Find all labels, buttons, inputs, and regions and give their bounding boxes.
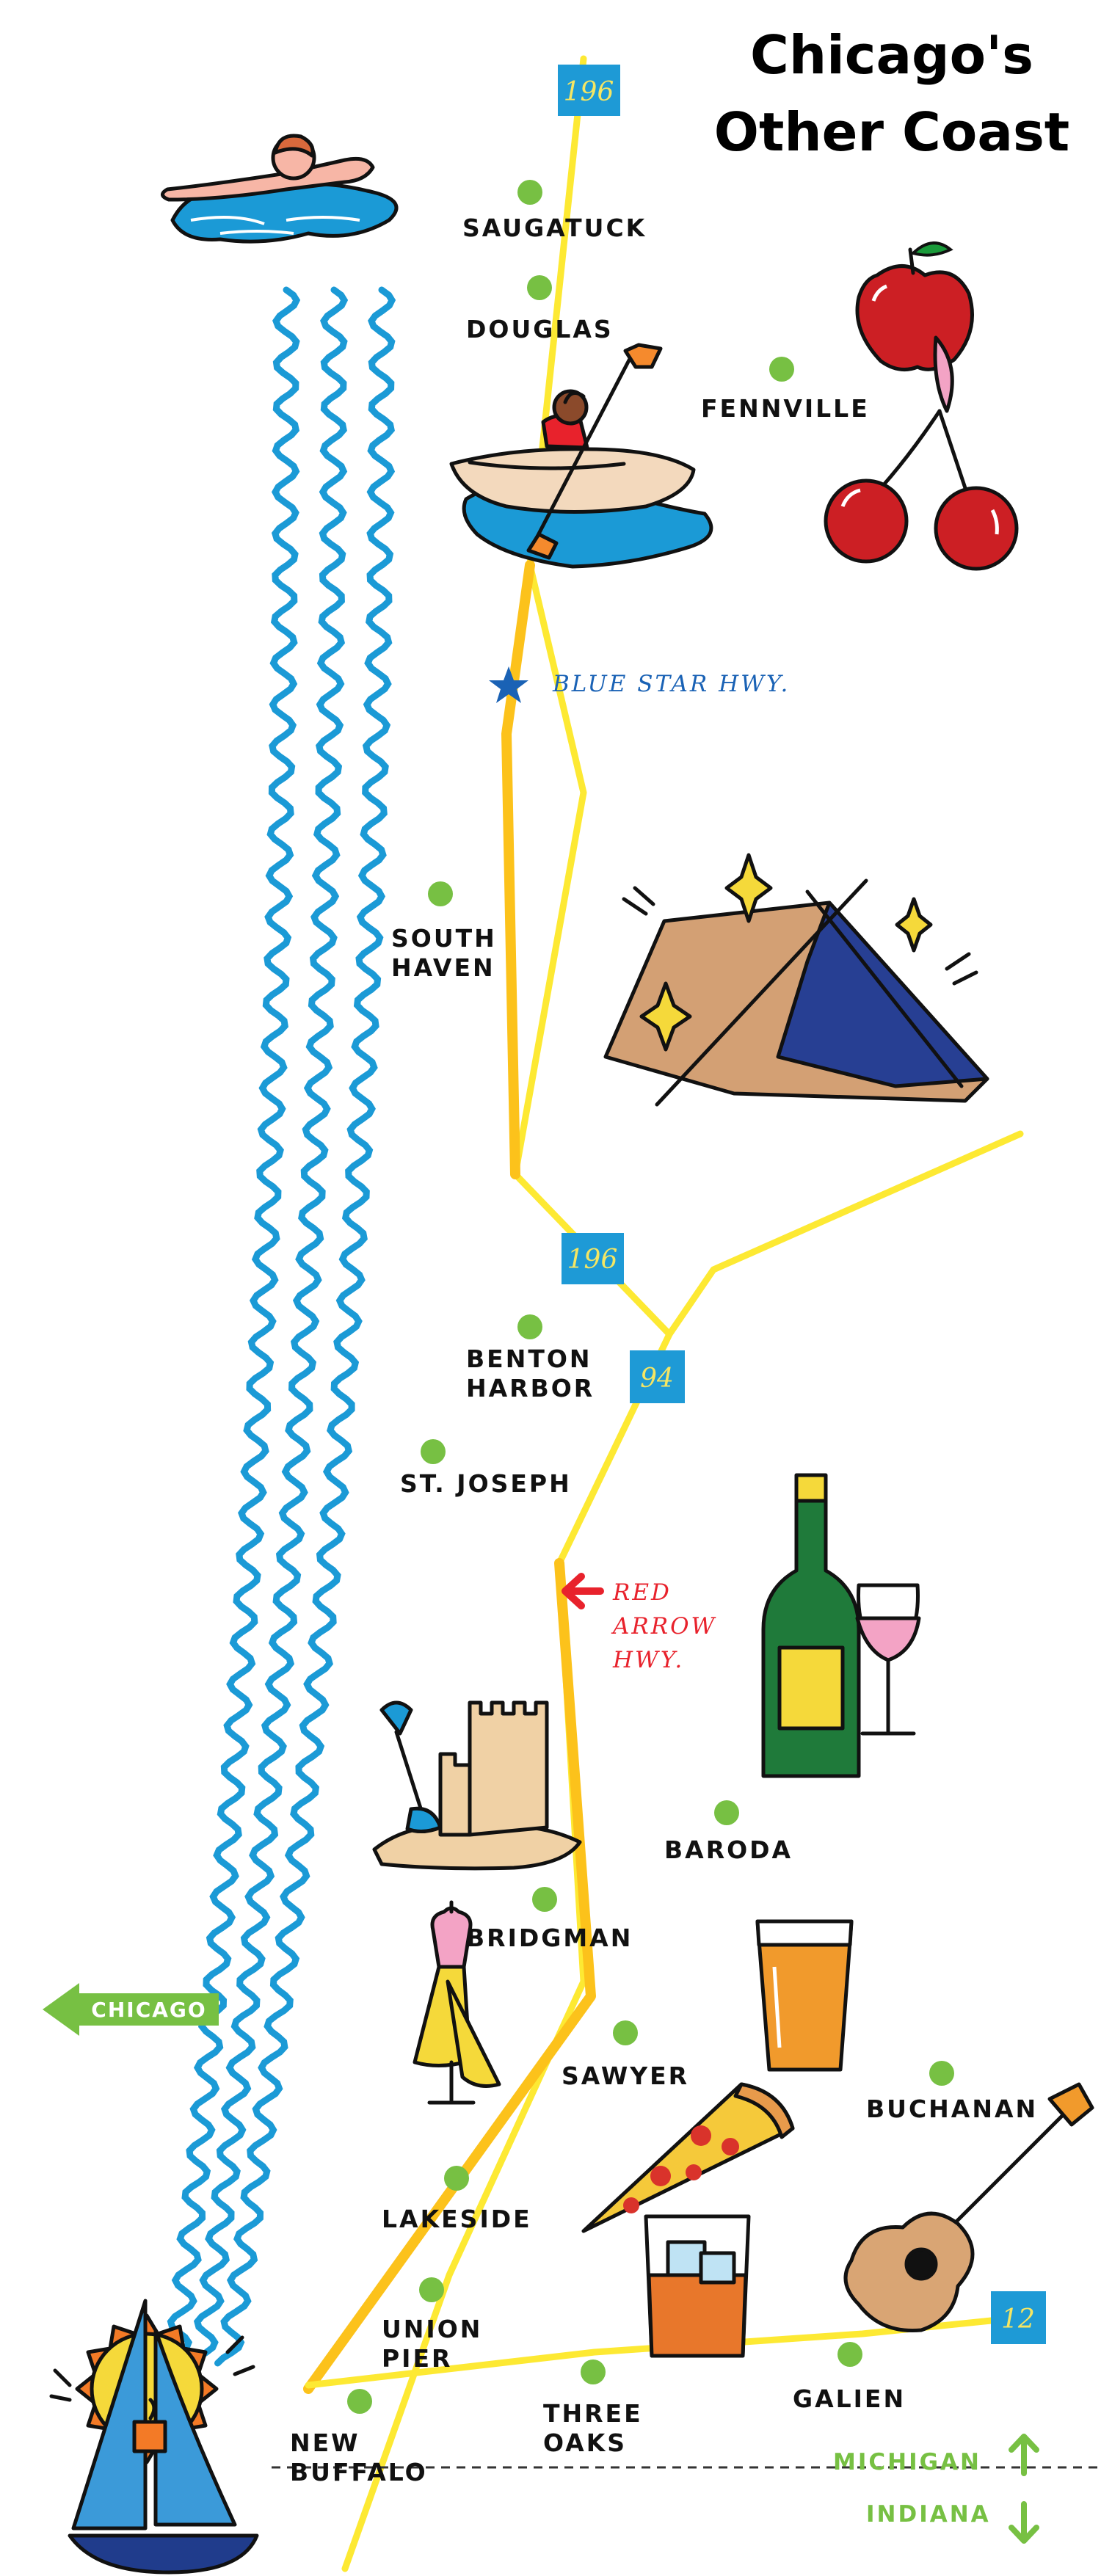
- lake-michigan-waves: [163, 286, 396, 2367]
- road-blue-star: [501, 560, 535, 1179]
- kayaker-icon: [449, 343, 713, 569]
- arrow-down-icon: [1009, 2501, 1039, 2544]
- map-title-line2: Other Coast: [714, 101, 1069, 163]
- map-title-line1: Chicago's: [750, 24, 1033, 86]
- town-dot-south-haven: [428, 881, 453, 906]
- swimmer-icon: [161, 134, 399, 244]
- svg-text:CHICAGO: CHICAGO: [91, 1998, 206, 2022]
- town-label-benton-harbor-1: BENTON: [466, 1345, 592, 1373]
- town-dot-benton-harbor: [517, 1314, 542, 1339]
- town-dot-fennville: [769, 357, 794, 382]
- town-dot-union-pier: [419, 2277, 444, 2302]
- chicago-arrow-sign: CHICAGO: [43, 1983, 219, 2036]
- guitar-icon: [843, 2082, 1094, 2333]
- sun-sailboat-icon: [49, 2299, 259, 2575]
- shield-196-top: 196: [558, 65, 620, 116]
- svg-text:196: 196: [567, 1245, 618, 1275]
- town-label-new-buffalo-1: NEW: [290, 2428, 360, 2457]
- town-label-bridgman: BRIDGMAN: [466, 1924, 633, 1952]
- town-label-sawyer: SAWYER: [562, 2062, 689, 2090]
- road-red-arrow: [303, 1558, 596, 2394]
- tent-icon: [603, 853, 989, 1107]
- red-arrow-icon: [562, 1573, 604, 1609]
- svg-text:12: 12: [1001, 2304, 1035, 2335]
- beer-glass-icon: [755, 1919, 854, 2072]
- svg-text:94: 94: [640, 1364, 674, 1394]
- cherries-icon: [824, 335, 1019, 571]
- town-label-south-haven-1: SOUTH: [391, 924, 497, 953]
- red-arrow-hwy-label-1: RED: [612, 1579, 672, 1606]
- indiana-label: INDIANA: [866, 2501, 991, 2528]
- town-label-douglas: DOUGLAS: [466, 315, 614, 343]
- dress-form-icon: [413, 1900, 501, 2105]
- town-label-three-oaks-2: OAKS: [543, 2428, 627, 2457]
- blue-star-hwy-label: BLUE STAR HWY.: [552, 671, 790, 697]
- svg-text:196: 196: [564, 77, 614, 107]
- town-dot-bridgman: [532, 1887, 557, 1912]
- town-dot-saugatuck: [517, 180, 542, 205]
- town-dot-galien: [837, 2342, 862, 2367]
- town-label-three-oaks-1: THREE: [543, 2399, 643, 2428]
- town-dot-douglas: [527, 275, 552, 300]
- town-label-union-pier-1: UNION: [382, 2315, 482, 2343]
- michigan-label: MICHIGAN: [833, 2449, 981, 2475]
- sandcastle-icon: [372, 1700, 582, 1871]
- town-label-saugatuck: SAUGATUCK: [462, 214, 647, 242]
- town-label-union-pier-2: PIER: [382, 2344, 452, 2373]
- town-label-buchanan: BUCHANAN: [866, 2095, 1038, 2123]
- shield-12: 12: [991, 2291, 1046, 2344]
- town-dot-sawyer: [613, 2020, 638, 2045]
- wine-glass-icon: [855, 1583, 921, 1736]
- town-dot-new-buffalo: [347, 2389, 372, 2414]
- pizza-slice-icon: [581, 2082, 795, 2233]
- apple-icon: [855, 241, 974, 372]
- shield-196-mid: 196: [562, 1233, 624, 1284]
- red-arrow-hwy-label-2: ARROW: [611, 1613, 716, 1640]
- town-label-st-joseph: ST. JOSEPH: [400, 1469, 572, 1498]
- town-dot-three-oaks: [581, 2359, 606, 2384]
- town-label-fennville: FENNVILLE: [701, 394, 870, 423]
- town-label-benton-harbor-2: HARBOR: [466, 1374, 595, 1402]
- town-dot-st-joseph: [421, 1439, 446, 1464]
- shield-94: 94: [630, 1350, 685, 1403]
- town-label-south-haven-2: HAVEN: [391, 953, 495, 982]
- town-label-galien: GALIEN: [793, 2384, 906, 2413]
- arrow-up-icon: [1009, 2434, 1039, 2476]
- town-label-baroda: BARODA: [664, 1835, 793, 1864]
- red-arrow-hwy-label-3: HWY.: [612, 1647, 684, 1673]
- wine-bottle-icon: [761, 1473, 861, 1778]
- town-label-new-buffalo-2: BUFFALO: [290, 2458, 428, 2486]
- town-label-lakeside: LAKESIDE: [382, 2205, 532, 2233]
- blue-star-icon: [489, 666, 528, 703]
- town-dot-lakeside: [444, 2166, 469, 2191]
- whiskey-glass-icon: [644, 2214, 751, 2358]
- town-dot-buchanan: [929, 2061, 954, 2086]
- town-dot-baroda: [714, 1800, 739, 1825]
